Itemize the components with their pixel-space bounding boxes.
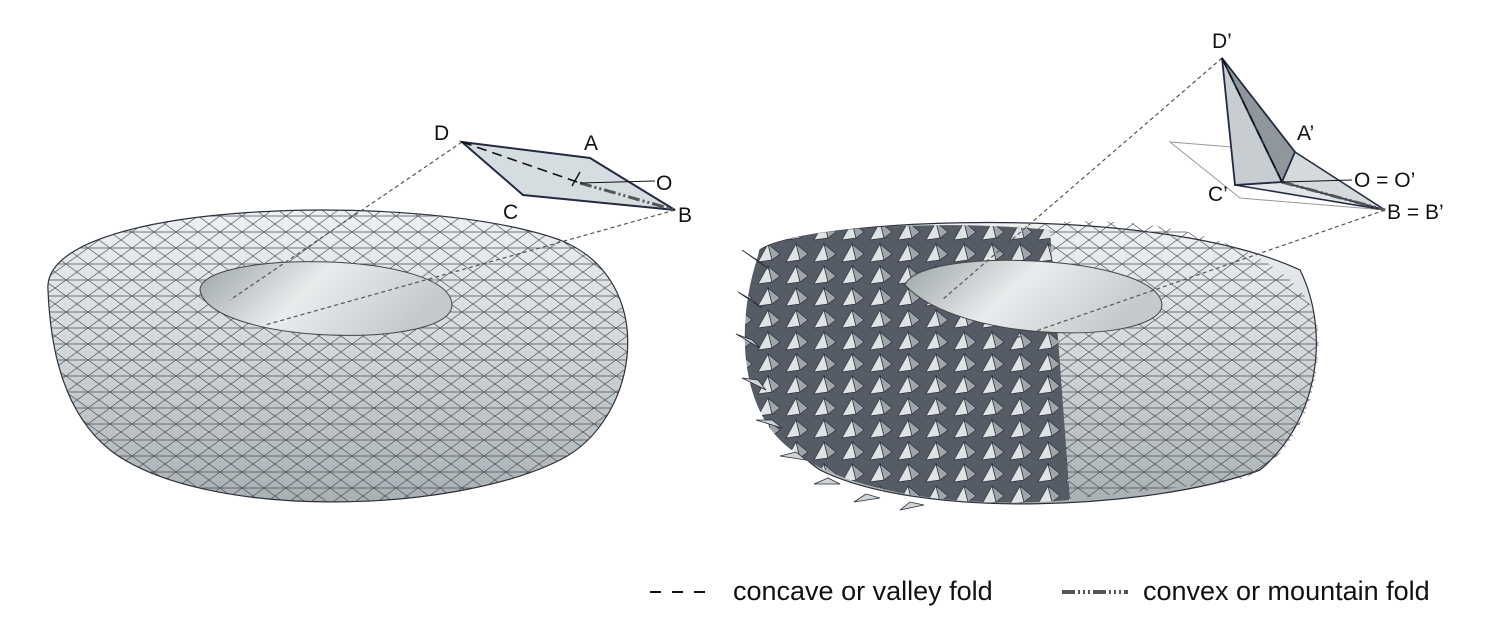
folded-label-O: O = O’ [1354, 169, 1415, 192]
flat-valley-fold [461, 141, 581, 184]
folded-valley-fold [1221, 57, 1283, 183]
folded-torus-hole [904, 259, 1163, 334]
legend-valley-label: concave or valley fold [733, 576, 993, 606]
flat-torus-hole [199, 261, 453, 336]
flat-leader-lines [229, 141, 676, 326]
flat-short-fold [571, 171, 581, 187]
flat-label-B: B [678, 204, 692, 227]
folded-label-D: D’ [1212, 30, 1232, 53]
folded-label-B: B = B’ [1387, 201, 1444, 224]
legend: concave or valley fold convex or mountai… [650, 576, 1430, 606]
spike-fringe [735, 249, 925, 511]
folded-label-A: A’ [1297, 122, 1314, 145]
flat-label-D: D [434, 122, 449, 145]
flat-mountain-fold [579, 181, 676, 212]
folded-leader-lines [941, 57, 1386, 341]
flat-label-O: O [656, 172, 672, 195]
legend-mountain-label: convex or mountain fold [1143, 576, 1430, 606]
folded-label-C: C’ [1208, 183, 1228, 206]
flat-panel-face [458, 140, 676, 211]
folded-panel: D’ A’ O = O’ C’ B = B’ [1168, 30, 1444, 224]
flat-panel: D A O C B [434, 122, 692, 227]
folded-center-line [1281, 179, 1353, 183]
folded-mountain-fold [1281, 180, 1386, 212]
folded-torus [735, 221, 1319, 511]
flat-label-C: C [503, 201, 518, 224]
flat-center-line [579, 180, 656, 184]
flat-torus [47, 209, 629, 503]
flat-label-A: A [584, 132, 598, 155]
